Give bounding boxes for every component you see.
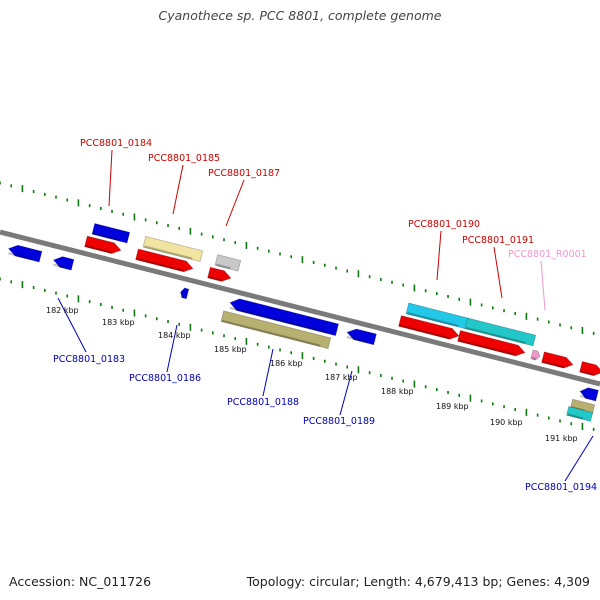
feature-track (7, 223, 600, 422)
leader-0184 (108, 149, 113, 207)
cds-0194-blue-shade (579, 394, 590, 400)
kbp-label: 190 kbp (490, 418, 523, 427)
leader-0189 (339, 370, 353, 416)
gene-label-pcc8801-0191[interactable]: PCC8801_0191 (462, 235, 534, 246)
gene-0191-teal-shade (466, 326, 526, 344)
gene-0185-pale-shade (144, 245, 193, 260)
cds-0191-red-shade (458, 339, 517, 356)
kbp-label: 191 kbp (545, 434, 578, 443)
cds-0190-red[interactable] (398, 315, 460, 340)
rna-r0001-pink-shade (531, 357, 537, 360)
kbp-label: 184 kbp (158, 331, 191, 340)
cds-0193-red-shade (580, 370, 595, 376)
cds-0192-red-shade (542, 360, 565, 369)
cds-0183b-blue[interactable] (52, 256, 75, 271)
gene-0188-khaki[interactable] (220, 310, 332, 350)
leader-0187 (225, 179, 245, 227)
gene-label-pcc8801-0184[interactable]: PCC8801_0184 (80, 138, 152, 149)
leader-0185 (172, 164, 184, 215)
kbp-label: 188 kbp (381, 387, 414, 396)
kbp-label: 183 kbp (102, 318, 135, 327)
gene-0191-teal[interactable] (464, 317, 537, 347)
cds-0188-blue[interactable] (229, 298, 340, 337)
gene-label-pcc8801-0190[interactable]: PCC8801_0190 (408, 219, 480, 230)
leader-0186 (166, 324, 178, 373)
leader-0194 (564, 435, 594, 482)
cds-0184-red[interactable] (84, 235, 122, 254)
gene-0194-teal-shade (567, 413, 584, 420)
kbp-label: 187 kbp (325, 373, 358, 382)
accession-text: Accession: NC_011726 (9, 574, 152, 589)
cds-0186-blue-shade (180, 295, 185, 299)
cds-0183b-blue-shade (53, 263, 65, 269)
kbp-label: 186 kbp (270, 359, 303, 368)
kbp-label: 189 kbp (436, 402, 469, 411)
gene-label-pcc8801-0185[interactable]: PCC8801_0185 (148, 153, 220, 164)
cds-0183-blue-shade (8, 252, 32, 261)
cds-0187-red-shade (208, 276, 223, 282)
gene-0190-cyan-shade (407, 312, 459, 327)
cds-0185-red-shade (136, 257, 185, 272)
tick-track-top (0, 181, 595, 335)
leader-0190 (436, 230, 442, 281)
genome-summary-text: Topology: circular; Length: 4,679,413 bp… (246, 574, 590, 589)
cds-0192-red[interactable] (541, 351, 574, 369)
gene-0187-gray[interactable] (214, 254, 242, 272)
gene-0185-pale[interactable] (142, 235, 204, 263)
kbp-label: 182 kbp (46, 306, 79, 315)
gene-0184-blue-shade (93, 232, 120, 242)
cds-0183-blue[interactable] (7, 244, 43, 263)
gene-label-pcc8801-0186[interactable]: PCC8801_0186 (129, 373, 201, 384)
gene-label-pcc8801-0189[interactable]: PCC8801_0189 (303, 416, 375, 427)
gene-0188-khaki-shade (222, 319, 321, 347)
leader-0191 (493, 246, 503, 299)
leader-r0001 (540, 260, 546, 311)
cds-0190-red-shade (399, 324, 451, 340)
gene-label-pcc8801-0183[interactable]: PCC8801_0183 (53, 354, 125, 365)
cds-0188-blue-shade (229, 306, 329, 334)
map-title: Cyanothece sp. PCC 8801, complete genome (158, 8, 442, 23)
cds-0185-red[interactable] (135, 248, 194, 273)
gene-0184-blue[interactable] (91, 223, 131, 244)
cds-0186-blue[interactable] (180, 287, 190, 300)
gene-label-pcc8801-r0001[interactable]: PCC8801_R0001 (508, 249, 587, 260)
cds-0189-blue[interactable] (346, 328, 377, 346)
gene-0194-khaki[interactable] (570, 398, 596, 415)
gene-0187-gray-shade (216, 263, 231, 270)
genome-backbone (0, 229, 600, 387)
rna-r0001-pink[interactable] (530, 349, 541, 361)
gene-label-pcc8801-0188[interactable]: PCC8801_0188 (227, 397, 299, 408)
gene-0194-teal[interactable] (566, 406, 594, 422)
leader-0188 (262, 348, 274, 397)
cds-0184-red-shade (85, 245, 113, 254)
tick-track-bottom (0, 277, 595, 431)
gene-label-pcc8801-0187[interactable]: PCC8801_0187 (208, 168, 280, 179)
cds-0194-blue[interactable] (579, 387, 599, 402)
cds-0189-blue-shade (346, 335, 367, 343)
cds-0187-red[interactable] (207, 266, 232, 282)
label-leader-lines (57, 149, 594, 482)
cds-0191-red[interactable] (457, 330, 526, 357)
kbp-label: 185 kbp (214, 345, 247, 354)
cds-0193-red[interactable] (579, 360, 600, 377)
leader-0183 (57, 297, 87, 353)
gene-label-pcc8801-0194[interactable]: PCC8801_0194 (525, 482, 597, 493)
